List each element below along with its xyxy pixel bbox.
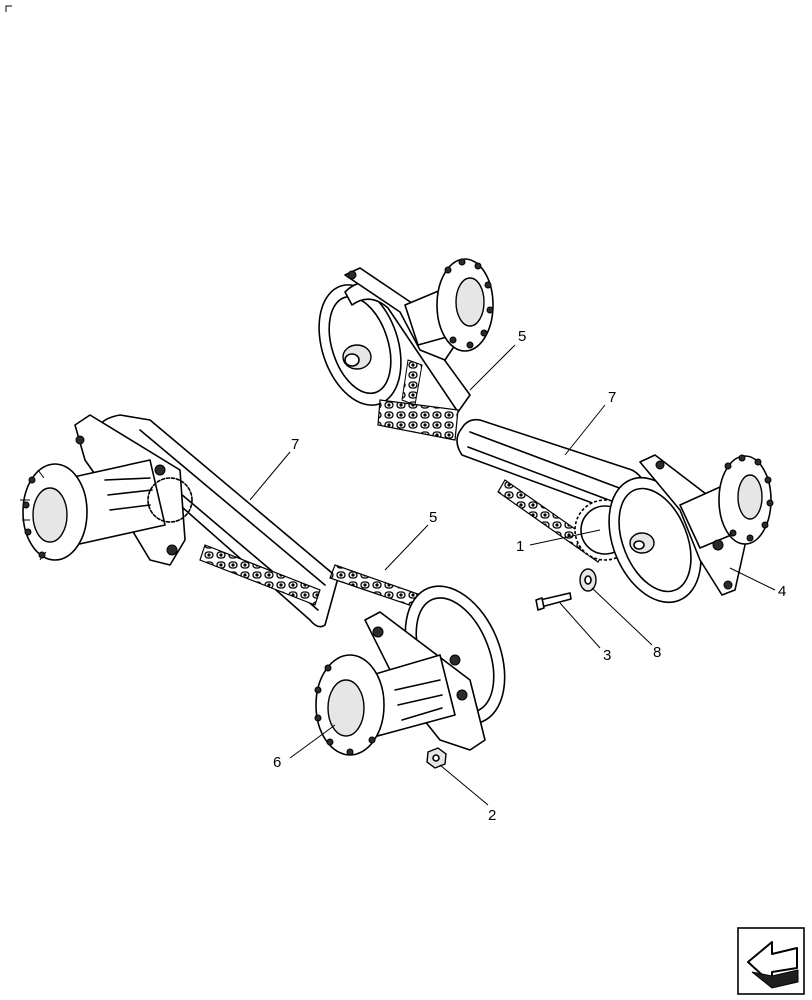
leader-2 <box>439 764 489 806</box>
callout-3: 3 <box>603 647 611 664</box>
leader-8 <box>591 587 653 646</box>
upper-left-hub <box>20 414 186 566</box>
leader-6 <box>289 724 336 759</box>
upper-chain <box>377 399 459 441</box>
right-hub-assembly <box>639 454 774 596</box>
upper-left-sprocket <box>147 477 193 523</box>
leader-5-lower <box>384 524 429 571</box>
leader-4 <box>729 567 776 591</box>
callout-5-upper: 5 <box>518 328 526 345</box>
right-drive-assembly <box>318 258 774 611</box>
callout-1: 1 <box>516 538 524 555</box>
leader-1 <box>529 529 601 546</box>
upper-hub <box>404 258 494 352</box>
leader-7-left <box>249 451 291 501</box>
callout-labels: 5 7 7 5 1 4 8 3 6 2 <box>249 328 786 824</box>
washer <box>579 568 597 592</box>
callout-4: 4 <box>778 583 786 600</box>
lower-hub <box>314 611 486 756</box>
upper-chain-diagonal <box>401 359 423 406</box>
leader-7-right <box>564 404 606 456</box>
callout-7-left: 7 <box>291 436 299 453</box>
callout-7-right: 7 <box>608 389 616 406</box>
bolt <box>535 592 572 611</box>
nut <box>426 747 447 769</box>
leader-3 <box>559 602 601 649</box>
crop-corner-icon <box>5 5 12 12</box>
upper-left-sprocket-guard <box>318 284 402 406</box>
callout-6: 6 <box>273 754 281 771</box>
arrow-navigation-icon[interactable] <box>737 927 805 995</box>
callout-8: 8 <box>653 644 661 661</box>
callout-5-lower: 5 <box>429 509 437 526</box>
left-drive-assembly <box>20 414 506 769</box>
callout-2: 2 <box>488 807 496 824</box>
left-chain <box>199 544 321 606</box>
leader-5-upper <box>469 344 516 391</box>
